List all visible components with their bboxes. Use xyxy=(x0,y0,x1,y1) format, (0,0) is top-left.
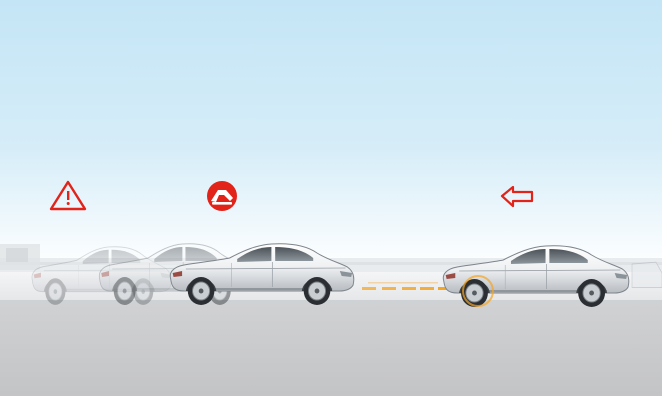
sky xyxy=(0,0,662,270)
distant-car-right xyxy=(632,262,662,287)
brake-pedal-icon xyxy=(207,181,237,211)
ground xyxy=(0,304,662,396)
